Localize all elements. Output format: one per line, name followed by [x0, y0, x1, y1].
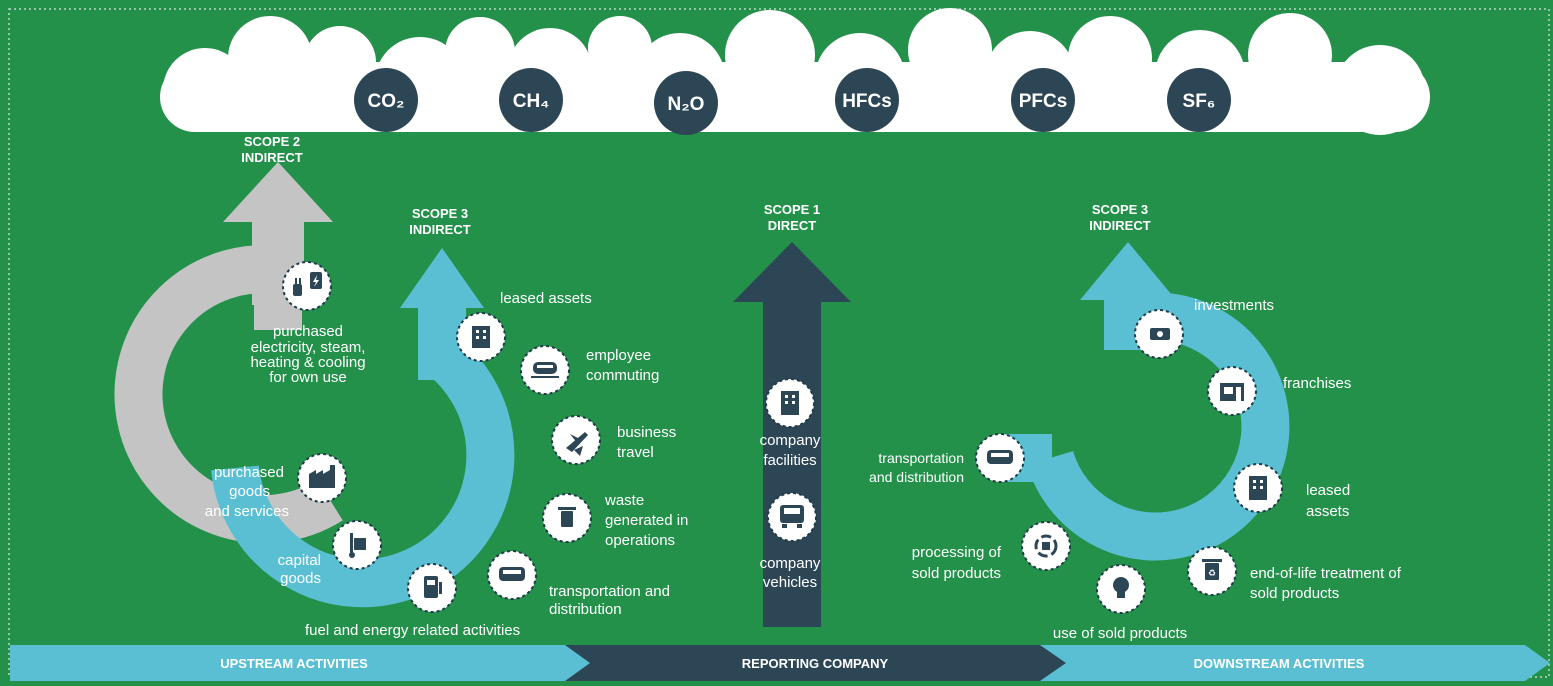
electricity-plug-icon [282, 261, 332, 311]
dotted-frame [8, 8, 1550, 678]
fuel-pump-icon [407, 563, 457, 613]
train-icon [520, 345, 570, 395]
gas-pfcs-label: PFCs [1019, 91, 1068, 112]
downstream-leased-assets-label-line2: assets [1306, 503, 1349, 520]
processing-label-line1: processing of [912, 544, 1002, 561]
truck-icon [767, 492, 817, 542]
gas-co2-label: CO₂ [368, 91, 405, 112]
upstream-transport-label-line2: distribution [549, 601, 622, 618]
light-bulb-icon [1096, 564, 1146, 614]
capital-goods-label-line2: goods [280, 570, 321, 587]
building-icon [456, 312, 506, 362]
gas-co2: CO₂ [354, 68, 418, 132]
leased-assets-label: leased assets [500, 290, 592, 307]
employee-commuting-label-line2: commuting [586, 367, 659, 384]
recycle-bin-icon: ♻ [1187, 546, 1237, 596]
capital-goods-label-line1: capital [278, 552, 321, 569]
purchased-goods-label-line2: goods [229, 483, 270, 500]
gas-hfcs-label: HFCs [842, 91, 892, 112]
gas-ch4-label: CH₄ [513, 91, 550, 112]
use-of-sold-products-label: use of sold products [1053, 625, 1187, 642]
gas-hfcs: HFCs [835, 68, 899, 132]
scope3-downstream-title: SCOPE 3 [1092, 202, 1148, 217]
end-of-life-label-line1: end-of-life treatment of [1250, 565, 1402, 582]
waste-label-line1: waste [604, 492, 644, 509]
scope-labels: SCOPE 2 INDIRECT SCOPE 3 INDIRECT SCOPE … [241, 134, 1150, 237]
bus-icon [487, 550, 537, 600]
factory-icon [297, 453, 347, 503]
bottom-activity-bar: UPSTREAM ACTIVITIES REPORTING COMPANY DO… [10, 645, 1550, 681]
scope2-icons [282, 261, 332, 311]
airplane-icon [551, 415, 601, 465]
franchises-label: franchises [1283, 375, 1351, 392]
electricity-label-line2: electricity, steam, [251, 339, 366, 356]
bus-downstream-icon [975, 433, 1025, 483]
company-vehicles-label-line2: vehicles [763, 574, 817, 591]
scope2-subtitle: INDIRECT [241, 150, 302, 165]
scope3-upstream-subtitle: INDIRECT [409, 222, 470, 237]
upstream-activities-label: UPSTREAM ACTIVITIES [220, 656, 368, 671]
scope1-icons [765, 378, 817, 542]
upstream-segment [10, 645, 598, 681]
reporting-segment [565, 645, 1066, 681]
purchased-goods-label-line1: purchased [214, 464, 284, 481]
scope1-subtitle: DIRECT [768, 218, 816, 233]
upstream-transport-label-line1: transportation and [549, 583, 670, 600]
scope1-title: SCOPE 1 [764, 202, 820, 217]
trash-bin-icon [542, 493, 592, 543]
business-travel-label-line2: travel [617, 444, 654, 461]
scope1-labels: company facilities company vehicles [760, 432, 821, 591]
money-hand-icon [1134, 309, 1184, 359]
processing-cycle-icon [1021, 521, 1071, 571]
building-downstream-icon [1233, 463, 1283, 513]
downstream-icons: ♻ [975, 309, 1283, 614]
end-of-life-label-line2: sold products [1250, 585, 1339, 602]
svg-text:♻: ♻ [1208, 568, 1216, 578]
scope2-labels: purchased electricity, steam, heating & … [250, 323, 365, 386]
reporting-company-label: REPORTING COMPANY [742, 656, 889, 671]
employee-commuting-label-line1: employee [586, 347, 651, 364]
gas-bubbles: CO₂ CH₄ N₂O HFCs PFCs SF₆ [354, 68, 1231, 135]
company-facilities-label-line1: company [760, 432, 821, 449]
gas-sf6-label: SF₆ [1183, 91, 1216, 112]
scope2-title: SCOPE 2 [244, 134, 300, 149]
business-travel-label-line1: business [617, 424, 676, 441]
waste-label-line2: generated in [605, 512, 688, 529]
cloud-band [160, 8, 1430, 135]
gas-sf6: SF₆ [1167, 68, 1231, 132]
gas-n2o-label: N₂O [668, 94, 705, 115]
scope1-arrow [733, 242, 851, 627]
company-vehicles-label-line1: company [760, 555, 821, 572]
scope3-downstream-subtitle: INDIRECT [1089, 218, 1150, 233]
downstream-transport-label-line2: and distribution [869, 469, 964, 485]
upstream-labels: leased assets employee commuting busines… [205, 290, 689, 639]
gas-pfcs: PFCs [1011, 68, 1075, 132]
electricity-label-line1: purchased [273, 323, 343, 340]
gas-n2o: N₂O [654, 71, 718, 135]
company-facilities-label-line2: facilities [763, 452, 816, 469]
downstream-labels: investments franchises leased assets end… [869, 297, 1402, 642]
electricity-label-line3: heating & cooling [250, 354, 365, 371]
purchased-goods-label-line3: and services [205, 503, 289, 520]
electricity-label-line4: for own use [269, 369, 347, 386]
investments-label: investments [1194, 297, 1274, 314]
office-building-icon [765, 378, 815, 428]
upstream-icons [297, 312, 601, 613]
scope3-upstream-title: SCOPE 3 [412, 206, 468, 221]
fuel-energy-label: fuel and energy related activities [305, 622, 520, 639]
downstream-leased-assets-label-line1: leased [1306, 482, 1350, 499]
downstream-activities-label: DOWNSTREAM ACTIVITIES [1194, 656, 1365, 671]
gas-ch4: CH₄ [499, 68, 563, 132]
waste-label-line3: operations [605, 532, 675, 549]
hand-truck-icon [332, 520, 382, 570]
downstream-transport-label-line1: transportation [878, 450, 964, 466]
shop-icon [1207, 366, 1257, 416]
processing-label-line2: sold products [912, 565, 1001, 582]
